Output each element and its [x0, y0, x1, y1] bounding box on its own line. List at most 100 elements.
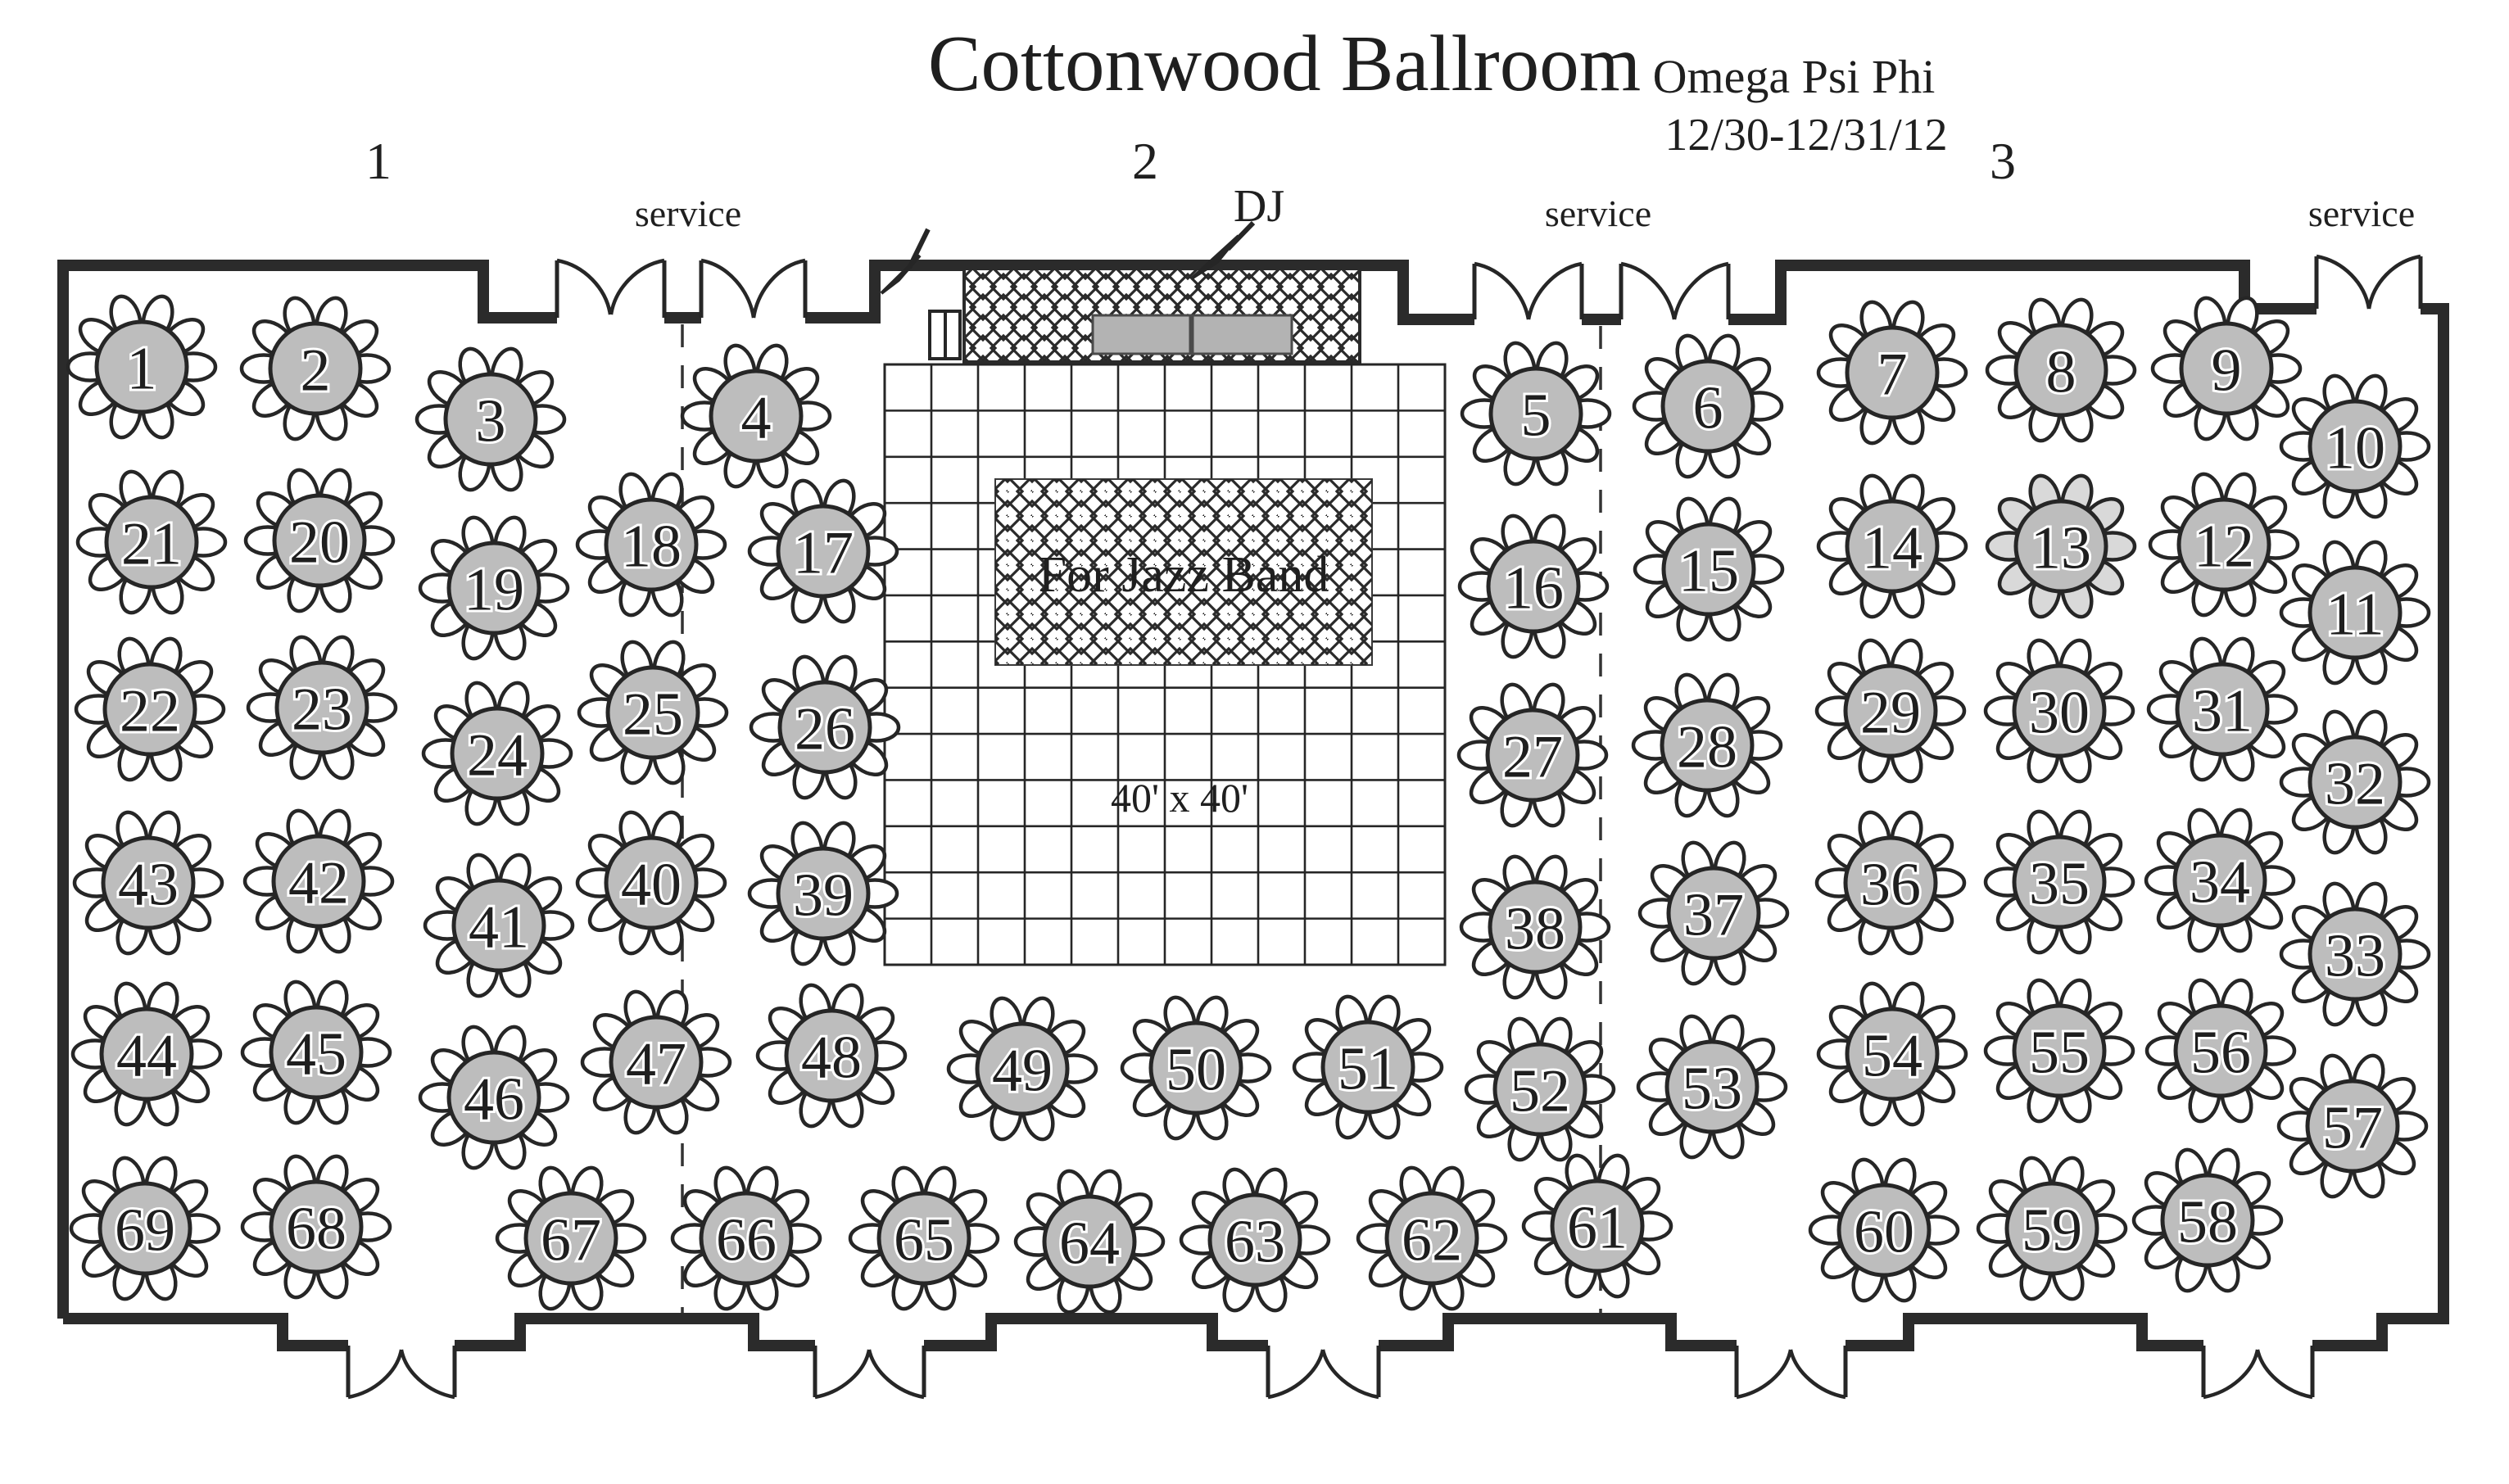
entrance-corner-arrow [880, 228, 931, 295]
table-38: 38 [1459, 854, 1611, 1000]
table-number: 39 [793, 862, 854, 930]
table-number: 31 [2192, 678, 2253, 745]
door-swing-arcs [347, 254, 2421, 1400]
table-top [2012, 663, 2107, 758]
table-top [1207, 1192, 1302, 1287]
table-43: 43 [72, 810, 224, 956]
table-top [2012, 1003, 2107, 1098]
table-number: 61 [1567, 1195, 1628, 1262]
equipment-stand [928, 310, 962, 360]
table-7: 7 [1816, 300, 1968, 446]
table-top [1486, 539, 1581, 634]
table-top [1550, 1179, 1645, 1274]
table-number: 1 [127, 336, 157, 403]
table-top [2172, 833, 2267, 928]
table-22: 22 [74, 636, 226, 782]
table-top [1384, 1191, 1479, 1286]
table-number: 12 [2194, 514, 2254, 581]
table-number: 30 [2029, 680, 2090, 747]
table-top [2173, 1003, 2268, 1098]
table-number: 62 [1402, 1207, 1462, 1274]
table-number: 60 [1854, 1199, 1914, 1266]
table-top [272, 493, 367, 588]
table-number: 3 [476, 388, 506, 455]
jazz-band-label: For Jazz Band [1039, 547, 1329, 603]
table-top [699, 1191, 794, 1286]
table-3: 3 [414, 346, 567, 492]
table-65: 65 [848, 1165, 1000, 1311]
table-number: 48 [801, 1025, 862, 1092]
table-40: 40 [575, 810, 727, 956]
table-number: 26 [795, 696, 855, 763]
table-26: 26 [749, 654, 901, 800]
table-23: 23 [246, 635, 398, 780]
table-number: 37 [1683, 882, 1744, 949]
table-number: 47 [626, 1031, 686, 1098]
table-24: 24 [421, 681, 573, 826]
table-33: 33 [2279, 881, 2431, 1027]
table-10: 10 [2279, 373, 2431, 519]
table-top [446, 1050, 541, 1145]
table-number: 57 [2322, 1095, 2383, 1162]
table-top [1664, 1039, 1759, 1134]
table-top [604, 497, 699, 592]
table-58: 58 [2131, 1147, 2284, 1293]
table-number: 66 [716, 1207, 777, 1274]
event-name: Omega Psi Phi [1653, 50, 1936, 103]
table-top [102, 662, 197, 757]
table-top [1485, 708, 1580, 803]
service-label-2: service [1545, 192, 1651, 234]
table-top [2012, 835, 2107, 930]
table-48: 48 [755, 983, 908, 1129]
table-31: 31 [2146, 636, 2298, 782]
table-41: 41 [423, 853, 575, 998]
table-14: 14 [1816, 473, 1968, 619]
table-46: 46 [418, 1025, 570, 1170]
table-57: 57 [2276, 1053, 2429, 1199]
table-54: 54 [1816, 981, 1968, 1127]
table-top [99, 1007, 194, 1102]
table-top [269, 1179, 364, 1274]
table-number: 2 [301, 337, 331, 405]
table-top [104, 495, 199, 590]
table-number: 52 [1510, 1058, 1570, 1125]
table-12: 12 [2148, 472, 2300, 618]
table-64: 64 [1013, 1169, 1166, 1314]
table-number: 7 [1877, 342, 1908, 409]
table-number: 27 [1502, 724, 1563, 791]
table-36: 36 [1814, 810, 1967, 956]
dj-label: DJ [1234, 181, 1284, 232]
table-5: 5 [1460, 341, 1612, 486]
table-6: 6 [1632, 333, 1784, 479]
table-top [776, 504, 871, 599]
table-18: 18 [575, 472, 727, 618]
table-number: 16 [1503, 555, 1564, 622]
table-50: 50 [1120, 995, 1272, 1141]
table-62: 62 [1356, 1165, 1508, 1311]
table-number: 23 [292, 676, 352, 744]
table-8: 8 [1985, 297, 2137, 443]
dj-arrow [1191, 220, 1256, 279]
table-top [1666, 866, 1761, 961]
table-number: 45 [286, 1021, 346, 1088]
table-top [2179, 321, 2274, 416]
table-49: 49 [946, 996, 1098, 1142]
table-top [2013, 499, 2108, 594]
table-number: 22 [120, 678, 180, 745]
service-label-3: service [2308, 192, 2415, 234]
table-top [446, 541, 541, 636]
table-47: 47 [580, 989, 732, 1135]
dj-table-right [1191, 314, 1293, 355]
table-56: 56 [2144, 978, 2297, 1124]
table-top [2305, 1079, 2400, 1174]
jazz-band-stage: For Jazz Band [994, 478, 1373, 666]
table-25: 25 [577, 640, 729, 785]
table-top [2160, 1173, 2255, 1268]
table-number: 10 [2325, 415, 2385, 482]
table-60: 60 [1808, 1157, 1960, 1303]
table-top [1845, 325, 1940, 420]
table-top [2004, 1181, 2099, 1276]
table-number: 38 [1505, 896, 1565, 963]
